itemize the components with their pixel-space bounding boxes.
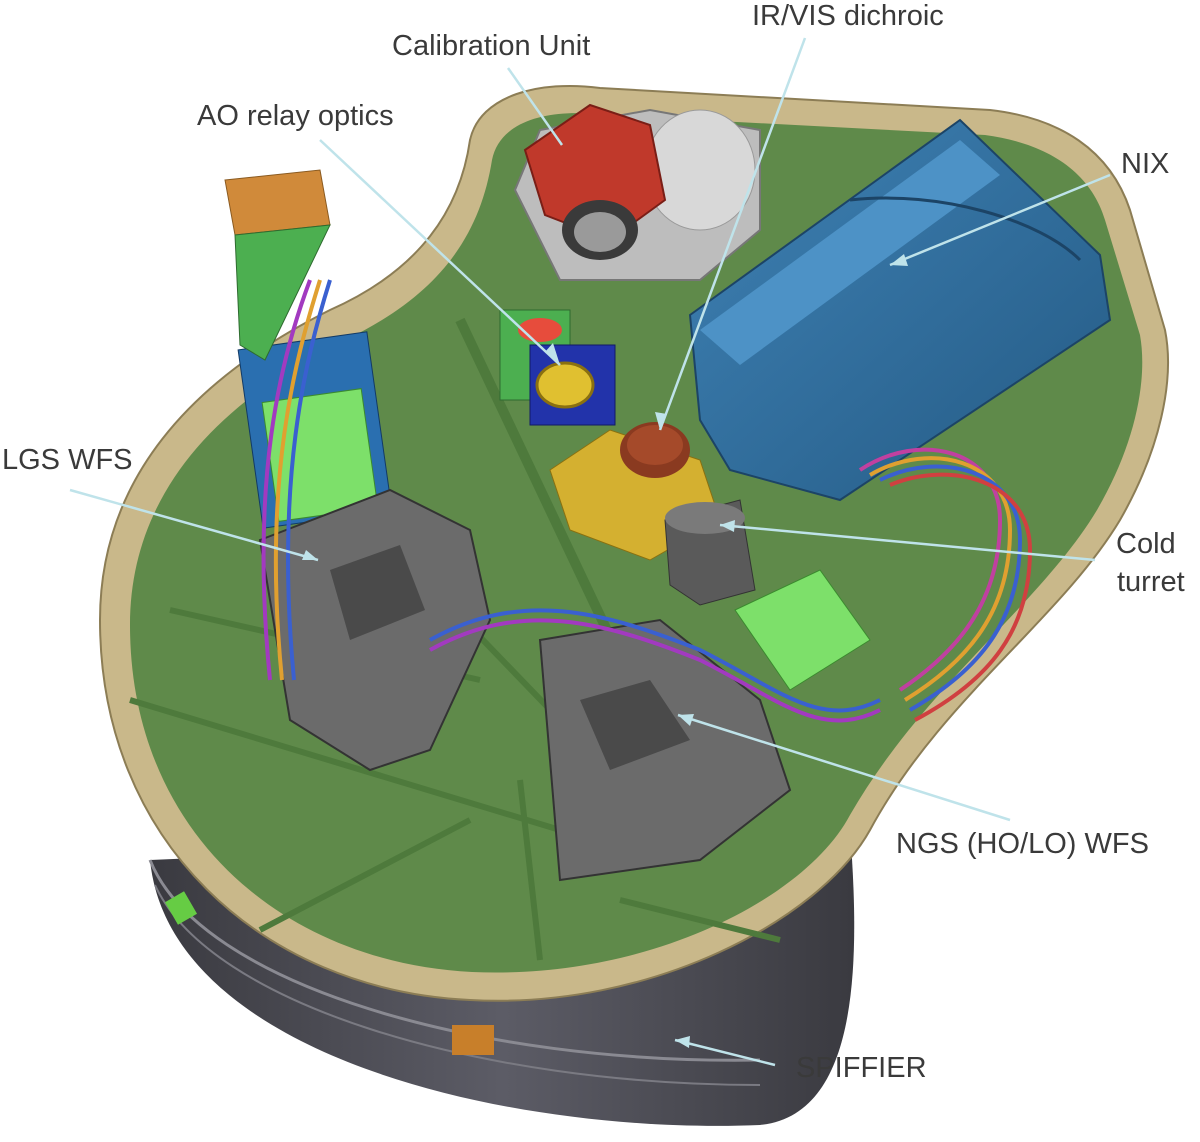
arrow-heads <box>302 254 908 1048</box>
ngs-wfs-module <box>538 569 871 882</box>
label-calibration-unit: Calibration Unit <box>392 30 591 62</box>
leader-lines <box>69 37 1111 1067</box>
label-ir-vis-dichroic: IR/VIS dichroic <box>752 0 944 32</box>
cable-bundles <box>261 279 1033 723</box>
ribbon-cable <box>224 169 331 361</box>
nix-module <box>688 118 1112 502</box>
label-nix: NIX <box>1121 148 1170 180</box>
calibration-unit <box>513 103 761 281</box>
ao-relay-optics <box>499 309 616 426</box>
label-ngs-wfs: NGS (HO/LO) WFS <box>896 828 1149 860</box>
label-spiffier: SPIFFIER <box>796 1052 927 1084</box>
connector-icon <box>452 1025 494 1055</box>
cold-turret <box>664 499 756 606</box>
label-cold-turret-line2: turret <box>1117 566 1185 598</box>
label-ao-relay-optics: AO relay optics <box>197 100 394 132</box>
label-lgs-wfs: LGS WFS <box>2 444 133 476</box>
label-cold-turret-line1: Cold <box>1116 528 1176 560</box>
